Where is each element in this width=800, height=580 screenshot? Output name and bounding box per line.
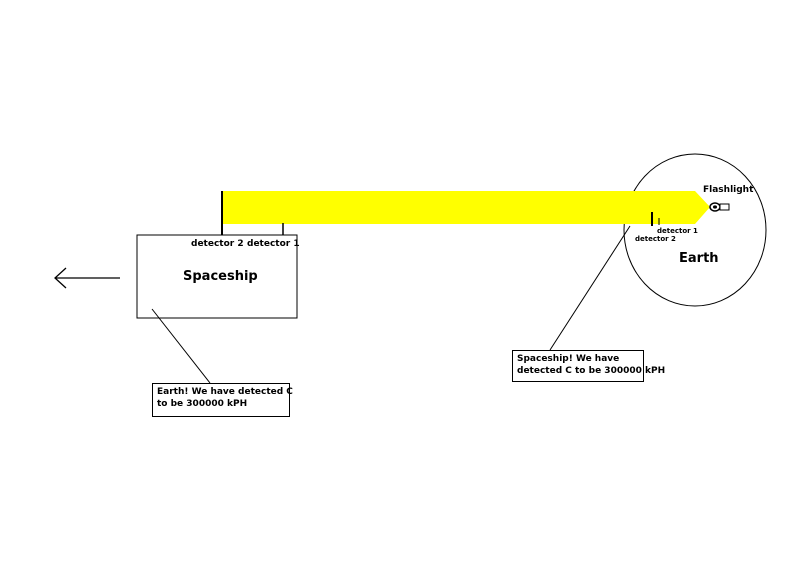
flashlight-icon <box>709 202 730 212</box>
spaceship-message-box: Earth! We have detected C to be 300000 k… <box>152 383 293 417</box>
earth-label: Earth <box>679 251 719 266</box>
flashlight-label: Flashlight <box>703 185 754 195</box>
earth-message-line-2: detected C to be 300000 kPH <box>517 366 666 376</box>
left-arrow-icon <box>54 267 120 289</box>
earth-circle <box>623 153 767 307</box>
spaceship-detector-1-label: detector 1 <box>247 239 300 249</box>
spaceship-message-line-2: to be 300000 kPH <box>157 399 248 409</box>
spaceship-body <box>136 234 298 319</box>
earth-detector-1-label: detector 1 <box>657 227 698 235</box>
earth-detector-2-label: detector 2 <box>635 235 676 243</box>
earth-callout-leader <box>549 225 631 351</box>
earth-message-line-1: Spaceship! We have <box>517 354 620 364</box>
light-beam <box>222 191 710 224</box>
spaceship-label: Spaceship <box>183 269 258 284</box>
spaceship-message-line-1: Earth! We have detected C <box>157 387 293 397</box>
spaceship-detector-2-label: detector 2 <box>191 239 244 249</box>
spaceship-callout-leader <box>151 308 211 384</box>
earth-message-box: Spaceship! We have detected C to be 3000… <box>512 350 666 382</box>
